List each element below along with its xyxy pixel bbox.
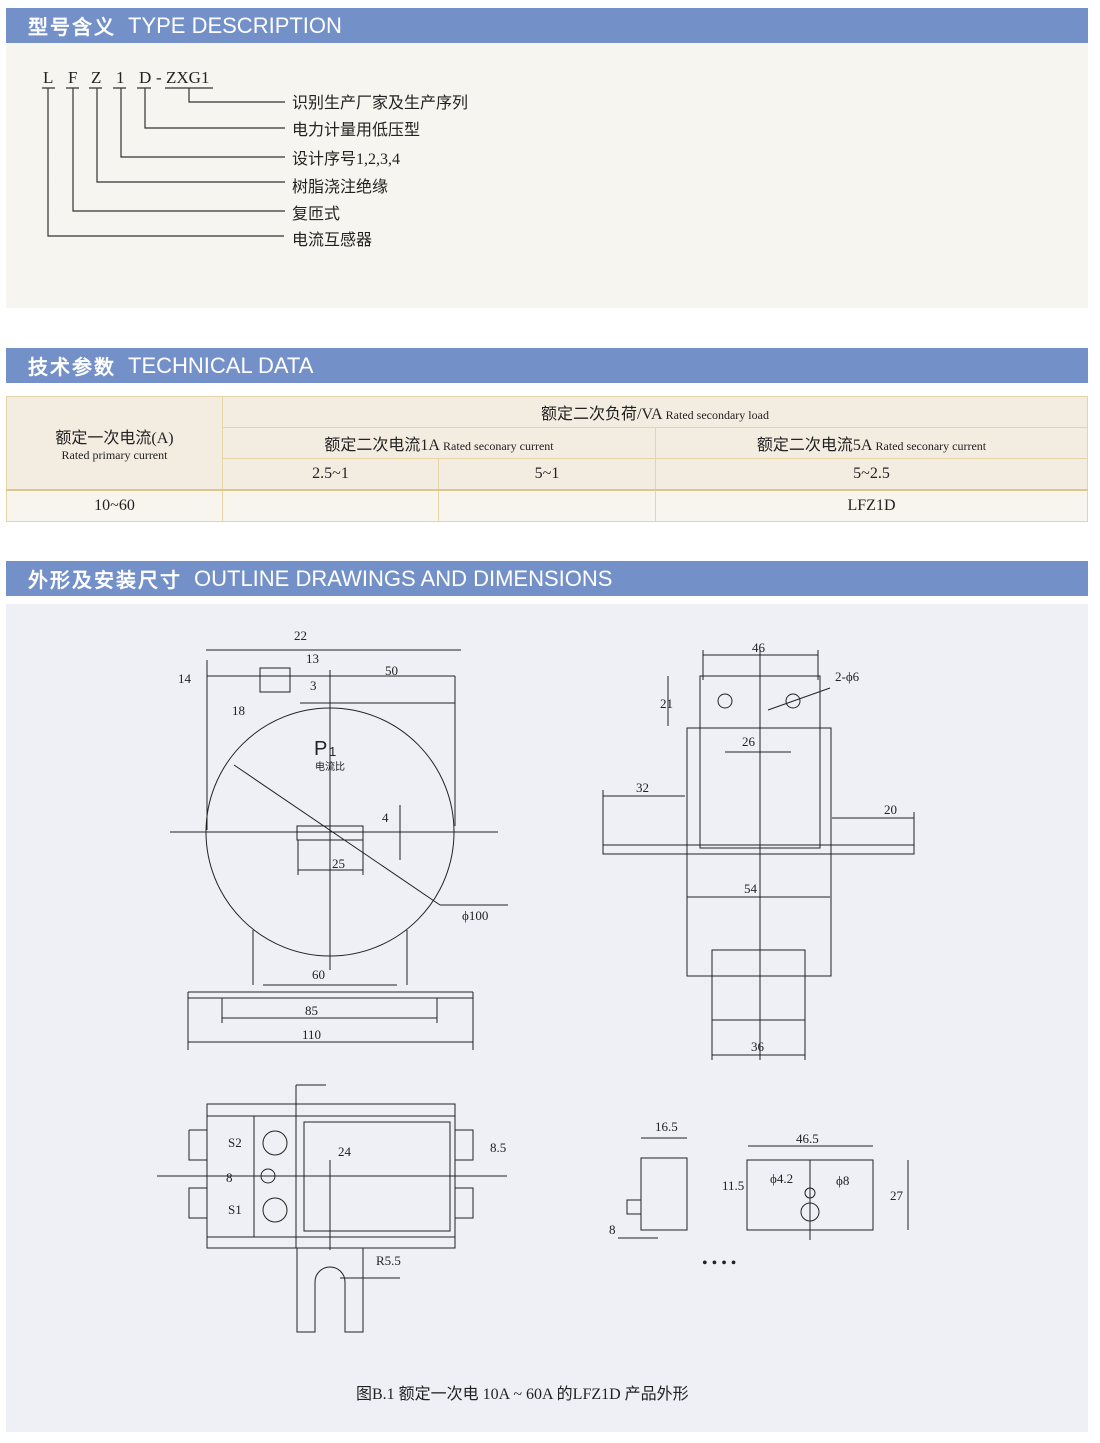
dim-label: 2-ϕ6 [835, 669, 860, 684]
header-cn: 额定二次负荷/VA [541, 406, 662, 423]
code-letter: F [68, 68, 77, 87]
dim-label: 4 [382, 810, 389, 825]
cell: LFZ1D [655, 489, 1088, 522]
dim-label: 26 [742, 734, 756, 749]
technical-data-table: 额定一次电流(A)Rated primary current 额定二次负荷/VA… [6, 396, 1088, 522]
sec1-header: 额定二次电流1A Rated seconary current [222, 427, 656, 459]
code-letter: - [156, 68, 162, 87]
section-title-en: TYPE DESCRIPTION [128, 12, 342, 38]
dim-label: 3 [310, 678, 317, 693]
model-code-diagram: L F Z 1 D - ZXG1 识别生产厂家及生产序列 电力计量用低压型 设计… [42, 68, 468, 249]
ratio-label: 电流比 [315, 760, 345, 773]
table-row: 10~60 LFZ1D [6, 489, 1088, 522]
section-header-tech: 技术参数 TECHNICAL DATA [6, 348, 1088, 383]
cell [438, 489, 656, 522]
dim-label: 20 [884, 802, 897, 817]
bottom-dims: S2 S1 24 8 8.5 R5.5 [226, 1135, 506, 1268]
meaning-text: 复匝式 [292, 205, 340, 223]
section-title-en: TECHNICAL DATA [128, 352, 314, 378]
p1-mark-sub: 1 [329, 744, 336, 759]
dim-label: 24 [338, 1144, 352, 1159]
dim-label: 85 [305, 1003, 318, 1018]
dim-label: 110 [302, 1027, 321, 1042]
detail-dims: 16.5 11.5 8 46.5 ϕ4.2 ϕ8 27 • • • • [609, 1119, 904, 1272]
dim-label: 18 [232, 703, 245, 718]
meaning-text: 电力计量用低压型 [292, 121, 420, 139]
dim-label: 8 [609, 1222, 616, 1237]
side-dims: 46 2-ϕ6 21 26 32 20 54 36 [636, 640, 897, 1054]
dim-label: 46.5 [796, 1131, 819, 1146]
dim-label: 13 [306, 651, 319, 666]
dim-label: 27 [890, 1188, 904, 1203]
detail-view-drawing [618, 1137, 909, 1240]
primary-current-header: 额定一次电流(A)Rated primary current [6, 396, 223, 491]
p1-mark: P [314, 738, 327, 760]
dim-label: 25 [332, 856, 345, 871]
dim-label: 36 [751, 1039, 765, 1054]
dim-label: 14 [178, 671, 192, 686]
code-letter: L [43, 68, 53, 87]
dim-label: ϕ100 [462, 908, 488, 923]
figure-caption: 图B.1 额定一次电 10A ~ 60A 的LFZ1D 产品外形 [356, 1385, 689, 1403]
side-view-drawing [602, 650, 915, 1060]
section-title-cn: 技术参数 [28, 355, 116, 379]
front-view-drawing [170, 649, 508, 1050]
dim-label: ϕ8 [836, 1173, 849, 1188]
header-en: Rated primary current [61, 447, 168, 462]
meaning-text: 树脂浇注绝缘 [292, 178, 388, 196]
section-header-type: 型号含义 TYPE DESCRIPTION [6, 8, 1088, 43]
code-letter: ZXG1 [166, 68, 209, 87]
subheader: 5~1 [438, 458, 656, 491]
dim-label: 54 [744, 881, 758, 896]
cell [222, 489, 439, 522]
header-cn: 额定二次电流5A [756, 437, 872, 454]
outline-drawing-panel [6, 604, 1088, 1432]
terminal-label: S1 [228, 1202, 242, 1217]
sec5-header: 额定二次电流5A Rated seconary current [655, 427, 1088, 459]
dim-label: 46 [752, 640, 766, 655]
dim-label: 11.5 [722, 1178, 744, 1193]
dim-label: 8 [226, 1170, 233, 1185]
dim-label: R5.5 [376, 1253, 401, 1268]
terminal-label: S2 [228, 1135, 242, 1150]
header-cn: 额定一次电流(A) [55, 429, 174, 447]
dim-label: 16.5 [655, 1119, 678, 1134]
dim-label: ϕ4.2 [770, 1171, 793, 1186]
bottom-view-drawing [157, 1084, 507, 1333]
code-letter: D [139, 68, 151, 87]
section-title-cn: 型号含义 [28, 15, 116, 39]
section-title-cn: 外形及安装尺寸 [28, 568, 182, 592]
header-en: Rated seconary current [443, 439, 554, 453]
header-en: Rated secondary load [665, 408, 769, 422]
ellipsis-dots: • • • • [702, 1255, 736, 1272]
meaning-text: 识别生产厂家及生产序列 [292, 94, 468, 112]
code-letter: Z [91, 68, 101, 87]
section-header-outline: 外形及安装尺寸 OUTLINE DRAWINGS AND DIMENSIONS [6, 561, 1088, 596]
dim-label: 8.5 [490, 1140, 506, 1155]
meaning-text: 电流互感器 [292, 231, 372, 249]
header-cn: 额定二次电流1A [324, 437, 440, 454]
section-title-en: OUTLINE DRAWINGS AND DIMENSIONS [194, 565, 613, 591]
dim-label: 50 [385, 663, 398, 678]
dim-label: 21 [660, 696, 673, 711]
code-letter: 1 [116, 68, 125, 87]
type-description-panel [6, 43, 1088, 308]
load-header: 额定二次负荷/VA Rated secondary load [222, 396, 1088, 428]
cell: 10~60 [6, 489, 223, 522]
front-dims: 22 13 50 14 3 18 4 25 ϕ100 60 85 110 P 1… [178, 628, 488, 1042]
dim-label: 32 [636, 780, 649, 795]
header-en: Rated seconary current [875, 439, 987, 453]
dim-label: 22 [294, 628, 307, 643]
meaning-text: 设计序号1,2,3,4 [292, 150, 400, 168]
dim-label: 60 [312, 967, 325, 982]
